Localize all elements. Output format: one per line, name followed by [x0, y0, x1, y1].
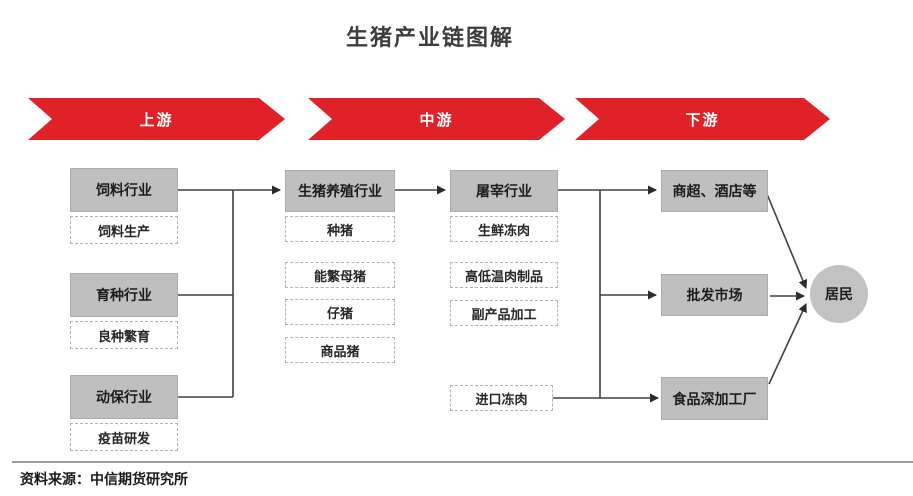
box-byproduct-processing-label: 副产品加工	[471, 306, 537, 322]
box-commodity-pigs: 商品猪	[285, 337, 395, 363]
box-slaughter-industry-label: 屠宰行业	[476, 183, 532, 199]
box-piglets: 仔猪	[285, 299, 395, 325]
node-residents-label: 居民	[825, 286, 853, 302]
box-slaughter-industry: 屠宰行业	[450, 170, 558, 212]
box-vaccine-rnd: 疫苗研发	[70, 423, 178, 451]
box-commodity-pigs-label: 商品猪	[320, 343, 360, 359]
box-wholesale-market-label: 批发市场	[686, 287, 743, 303]
box-fresh-frozen-meat: 生鲜冻肉	[450, 216, 558, 242]
box-feed-industry-label: 饲料行业	[96, 182, 152, 198]
box-piglets-label: 仔猪	[326, 305, 353, 321]
box-breeder-pigs: 种猪	[285, 216, 395, 242]
box-supermarkets-hotels-label: 商超、酒店等	[672, 183, 757, 199]
box-byproduct-processing: 副产品加工	[450, 300, 558, 326]
box-feed-production-label: 饲料生产	[97, 223, 150, 239]
box-breeding-stock-industry: 育种行业	[70, 273, 178, 317]
box-food-processing-plant-label: 食品深加工厂	[672, 390, 757, 407]
box-hog-farming-industry: 生猪养殖行业	[285, 170, 395, 212]
box-breeder-pigs-label: 种猪	[326, 222, 353, 238]
node-residents: 居民	[810, 265, 868, 323]
banner-upstream-label: 上游	[139, 111, 174, 129]
box-imported-frozen-meat: 进口冻肉	[450, 385, 553, 411]
banner-downstream-label: 下游	[685, 111, 720, 129]
box-animal-health-industry: 动保行业	[70, 375, 178, 419]
banner-midstream-label: 中游	[419, 111, 454, 129]
footer-divider	[12, 461, 913, 463]
box-supermarkets-hotels: 商超、酒店等	[661, 170, 768, 212]
box-feed-industry: 饲料行业	[70, 168, 178, 212]
box-fresh-frozen-meat-label: 生鲜冻肉	[477, 222, 530, 238]
box-vaccine-rnd-label: 疫苗研发	[97, 430, 150, 446]
page-title: 生猪产业链图解	[345, 25, 514, 50]
box-breeding-stock-industry-label: 育种行业	[96, 287, 152, 303]
box-hog-farming-industry-label: 生猪养殖行业	[298, 183, 382, 199]
box-feed-production: 饲料生产	[70, 216, 178, 244]
box-productive-sows-label: 能繁母猪	[313, 268, 366, 284]
box-fine-breed-propagation: 良种繁育	[70, 321, 178, 349]
banner-upstream: 上游	[28, 98, 285, 140]
box-productive-sows: 能繁母猪	[285, 262, 395, 288]
banner-midstream: 中游	[308, 98, 565, 140]
box-wholesale-market: 批发市场	[661, 274, 768, 316]
box-food-processing-plant: 食品深加工厂	[661, 377, 768, 420]
box-imported-frozen-meat-label: 进口冻肉	[475, 391, 528, 407]
data-source-note: 资料来源：中信期货研究所	[20, 471, 188, 487]
box-processed-meat-products: 高低温肉制品	[450, 262, 558, 288]
banner-downstream: 下游	[575, 98, 830, 140]
box-fine-breed-propagation-label: 良种繁育	[97, 328, 150, 344]
box-animal-health-industry-label: 动保行业	[96, 389, 152, 405]
box-processed-meat-products-label: 高低温肉制品	[464, 268, 543, 284]
